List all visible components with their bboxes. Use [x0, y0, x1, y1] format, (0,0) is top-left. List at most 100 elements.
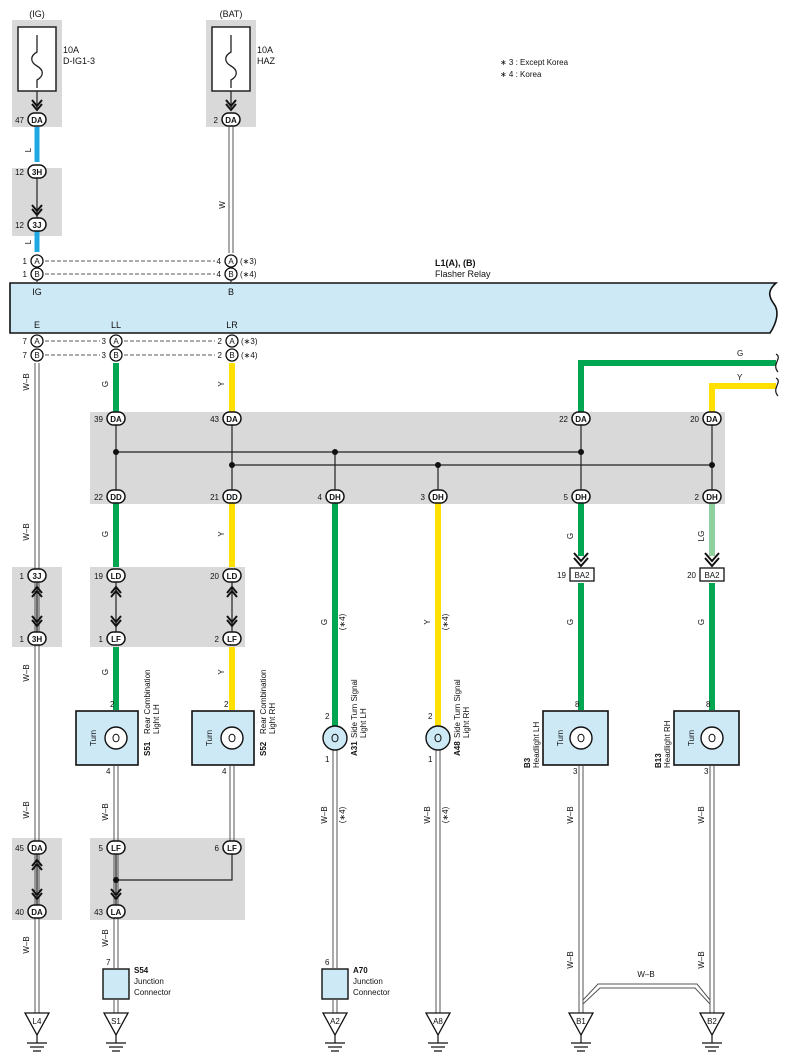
- ground-l4: L4: [23, 1012, 51, 1052]
- svg-text:B1: B1: [576, 1017, 586, 1026]
- svg-text:40: 40: [15, 908, 24, 917]
- svg-text:(∗4): (∗4): [241, 351, 258, 360]
- svg-text:W–B: W–B: [22, 523, 31, 540]
- svg-text:B: B: [228, 270, 233, 279]
- component-b3: Turn 8 3 B3 Headlight LH: [523, 700, 609, 776]
- svg-text:19: 19: [94, 572, 103, 581]
- connector-ld-20: LD 20: [210, 568, 242, 583]
- svg-text:12: 12: [15, 221, 24, 230]
- s51-code: S51: [143, 741, 152, 756]
- connector-da-40: DA 40: [15, 904, 47, 919]
- ground-icon: [102, 1012, 130, 1037]
- svg-text:3: 3: [704, 767, 709, 776]
- component-s51: Turn 2 4 S51 Rear Combination Light LH: [75, 670, 161, 776]
- fuse-ig-rating: 10A: [63, 45, 79, 55]
- svg-text:B3: B3: [523, 757, 532, 768]
- connector-da-20: DA 20: [690, 411, 722, 426]
- svg-text:4: 4: [106, 767, 111, 776]
- connector-b-ig: B 1: [23, 267, 44, 281]
- svg-text:G: G: [101, 381, 110, 387]
- svg-text:LD: LD: [111, 572, 122, 581]
- svg-text:(∗4): (∗4): [338, 806, 347, 823]
- svg-text:21: 21: [210, 493, 219, 502]
- svg-text:47: 47: [15, 116, 24, 125]
- svg-text:3H: 3H: [32, 635, 42, 644]
- s52-name-1: Rear Combination: [259, 670, 268, 734]
- junction-dots: [113, 449, 715, 883]
- svg-text:Light RH: Light RH: [462, 707, 471, 738]
- bulb-icon: [220, 726, 244, 750]
- svg-text:LA: LA: [111, 908, 122, 917]
- svg-text:4: 4: [217, 257, 222, 266]
- svg-text:20: 20: [210, 572, 219, 581]
- svg-text:(∗4): (∗4): [441, 806, 450, 823]
- svg-text:BA2: BA2: [704, 571, 720, 580]
- connector-a-bat: A 4 (∗3): [217, 254, 257, 268]
- svg-text:A: A: [113, 337, 119, 346]
- connector-da-bat: DA 2: [214, 112, 241, 127]
- svg-text:W: W: [218, 201, 227, 209]
- svg-text:22: 22: [559, 415, 568, 424]
- svg-text:Side Turn Signal: Side Turn Signal: [453, 679, 462, 738]
- component-a48: 2 1 A48 Side Turn Signal Light RH: [425, 679, 471, 764]
- svg-text:DA: DA: [575, 415, 587, 424]
- connector-a-e: A 7: [23, 334, 44, 348]
- svg-text:G: G: [101, 531, 110, 537]
- ground-icon: [321, 1012, 349, 1037]
- svg-text:G: G: [697, 619, 706, 625]
- svg-text:W–B: W–B: [101, 803, 110, 820]
- chevron-down-icon: [704, 552, 720, 568]
- svg-text:A: A: [228, 257, 234, 266]
- wire-break-marks: [775, 353, 779, 397]
- svg-text:4: 4: [318, 493, 323, 502]
- svg-text:Y: Y: [737, 373, 743, 382]
- chevron-marks: [31, 99, 720, 901]
- ground-a8: A8: [424, 1012, 452, 1052]
- chevron-down-icon: [31, 204, 43, 217]
- svg-text:1: 1: [23, 257, 28, 266]
- svg-text:8: 8: [706, 700, 711, 709]
- svg-text:A: A: [34, 257, 40, 266]
- pin-lr: LR: [226, 320, 238, 330]
- bulb-icon: [104, 726, 128, 750]
- s51-name-2: Light LH: [152, 704, 161, 734]
- chevron-down-icon: [226, 615, 238, 628]
- svg-text:Junction: Junction: [134, 977, 164, 986]
- svg-text:W–B: W–B: [22, 664, 31, 681]
- wire-labels: L L W W–B W–B W–B W–B W–B G Y G Y G Y W–…: [22, 147, 743, 979]
- relay-name: Flasher Relay: [435, 269, 491, 279]
- pin-e: E: [34, 320, 40, 330]
- svg-text:12: 12: [15, 168, 24, 177]
- svg-text:LD: LD: [227, 572, 238, 581]
- s51-label: Turn: [89, 730, 98, 746]
- svg-text:DH: DH: [329, 493, 341, 502]
- svg-text:6: 6: [215, 844, 220, 853]
- svg-text:B: B: [34, 351, 39, 360]
- connector-da-22: DA 22: [559, 411, 591, 426]
- svg-text:Y: Y: [217, 381, 226, 387]
- connector-ld-19: LD 19: [94, 568, 126, 583]
- chevron-down-icon: [31, 615, 43, 628]
- svg-text:W–B: W–B: [566, 806, 575, 823]
- fuse-icon: [225, 35, 237, 88]
- svg-text:Y: Y: [423, 619, 432, 625]
- svg-text:LF: LF: [227, 635, 237, 644]
- svg-text:A2: A2: [330, 1017, 340, 1026]
- svg-text:2: 2: [110, 700, 115, 709]
- grounds: L4 S1 A2 A8 B1 B2: [23, 1012, 726, 1052]
- svg-text:G: G: [320, 619, 329, 625]
- connector-dh-5: DH 5: [564, 489, 591, 504]
- svg-text:W–B: W–B: [22, 936, 31, 953]
- svg-text:Connector: Connector: [353, 988, 390, 997]
- ground-a2: A2: [321, 1012, 349, 1052]
- svg-text:2: 2: [428, 712, 433, 721]
- svg-text:2: 2: [325, 712, 330, 721]
- connector-dh-3: DH 3: [421, 489, 448, 504]
- svg-text:Y: Y: [217, 531, 226, 537]
- svg-text:45: 45: [15, 844, 24, 853]
- svg-text:43: 43: [210, 415, 219, 424]
- svg-text:Headlight LH: Headlight LH: [532, 722, 541, 768]
- svg-text:6: 6: [325, 958, 330, 967]
- connector-b-ll: B 3: [102, 348, 123, 362]
- svg-text:Turn: Turn: [556, 730, 565, 746]
